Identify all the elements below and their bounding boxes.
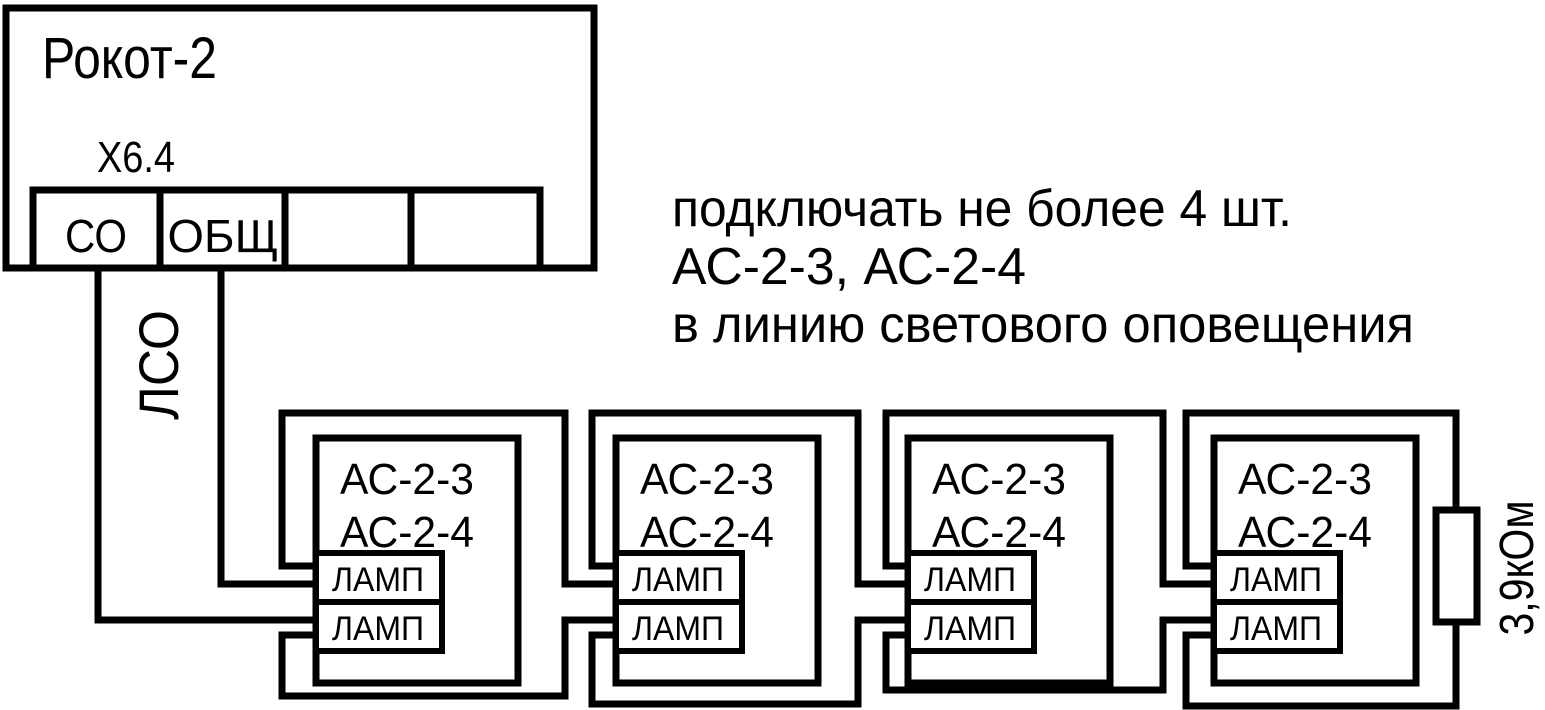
lamp-terminal-lower-box bbox=[613, 599, 745, 654]
upper-line-wire-1 bbox=[278, 409, 620, 588]
terminal-label-co: СО bbox=[65, 210, 127, 262]
lamp-terminal-lower-label: ЛАМП bbox=[924, 610, 1016, 648]
lower-line-wire-1 bbox=[278, 616, 620, 700]
ac-model-label-1: АС-2-3 bbox=[932, 455, 1066, 504]
ac-model-label-2: АС-2-4 bbox=[1238, 508, 1372, 557]
terminal-cell-co bbox=[29, 186, 164, 272]
terminal-cell-3 bbox=[281, 186, 415, 272]
ac-model-label-2: АС-2-4 bbox=[640, 508, 774, 557]
connector-label: Х6.4 bbox=[97, 133, 175, 182]
ac-model-label-1: АС-2-3 bbox=[340, 455, 474, 504]
note-line-3: в линию светового оповещения bbox=[672, 296, 1414, 354]
lamp-terminal-upper-box bbox=[313, 550, 445, 605]
terminal-cell-4 bbox=[407, 186, 544, 272]
upper-line-wire-2 bbox=[588, 409, 912, 588]
resistor-value-label: 3,9кОм bbox=[1491, 501, 1544, 636]
lamp-terminal-upper-box bbox=[1211, 550, 1343, 605]
terminal-strip-x64: СО ОБЩ bbox=[29, 186, 544, 272]
lower-line-wire-4 bbox=[1182, 618, 1460, 710]
upper-line-wire-4 bbox=[1182, 409, 1460, 570]
device-title: Рокот-2 bbox=[42, 26, 217, 91]
lamp-terminal-lower-label: ЛАМП bbox=[1230, 610, 1322, 648]
lamp-terminal-lower-box bbox=[1211, 599, 1343, 654]
lamp-terminal-lower-label: ЛАМП bbox=[332, 610, 424, 648]
terminating-resistor bbox=[1432, 506, 1481, 626]
ac-model-label-2: АС-2-4 bbox=[932, 508, 1066, 557]
obshch-wire bbox=[217, 265, 320, 588]
ac-block-3: АС-2-3 АС-2-4 ЛАМП ЛАМП bbox=[904, 434, 1114, 687]
ac-model-label-1: АС-2-3 bbox=[640, 455, 774, 504]
ac-block-4: АС-2-3 АС-2-4 ЛАМП ЛАМП bbox=[1210, 434, 1420, 687]
lamp-terminal-upper-label: ЛАМП bbox=[332, 561, 424, 599]
ac-block-2: АС-2-3 АС-2-4 ЛАМП ЛАМП bbox=[612, 434, 822, 687]
terminal-label-obshch: ОБЩ bbox=[168, 210, 279, 262]
ac-model-label-1: АС-2-3 bbox=[1238, 455, 1372, 504]
upper-line-wire-3 bbox=[882, 409, 1218, 588]
lamp-terminal-upper-label: ЛАМП bbox=[1230, 561, 1322, 599]
note-line-2: АС-2-3, АС-2-4 bbox=[672, 238, 1026, 296]
lso-line-label: ЛСО bbox=[127, 310, 190, 420]
lower-line-wire-2 bbox=[588, 616, 912, 708]
lamp-terminal-upper-label: ЛАМП bbox=[924, 561, 1016, 599]
lamp-terminal-lower-box bbox=[905, 599, 1037, 654]
lamp-terminal-upper-label: ЛАМП bbox=[632, 561, 724, 599]
note-text: подключать не более 4 шт. АС-2-3, АС-2-4… bbox=[672, 180, 1414, 354]
lamp-terminal-lower-label: ЛАМП bbox=[632, 610, 724, 648]
lower-line-wire-3 bbox=[882, 616, 1218, 694]
ac-model-label-2: АС-2-4 bbox=[340, 508, 474, 557]
lamp-terminal-lower-box bbox=[313, 599, 445, 654]
lamp-terminal-upper-box bbox=[905, 550, 1037, 605]
co-wire bbox=[94, 265, 320, 624]
note-line-1: подключать не более 4 шт. bbox=[672, 180, 1292, 238]
ac-block-1: АС-2-3 АС-2-4 ЛАМП ЛАМП bbox=[312, 434, 522, 687]
